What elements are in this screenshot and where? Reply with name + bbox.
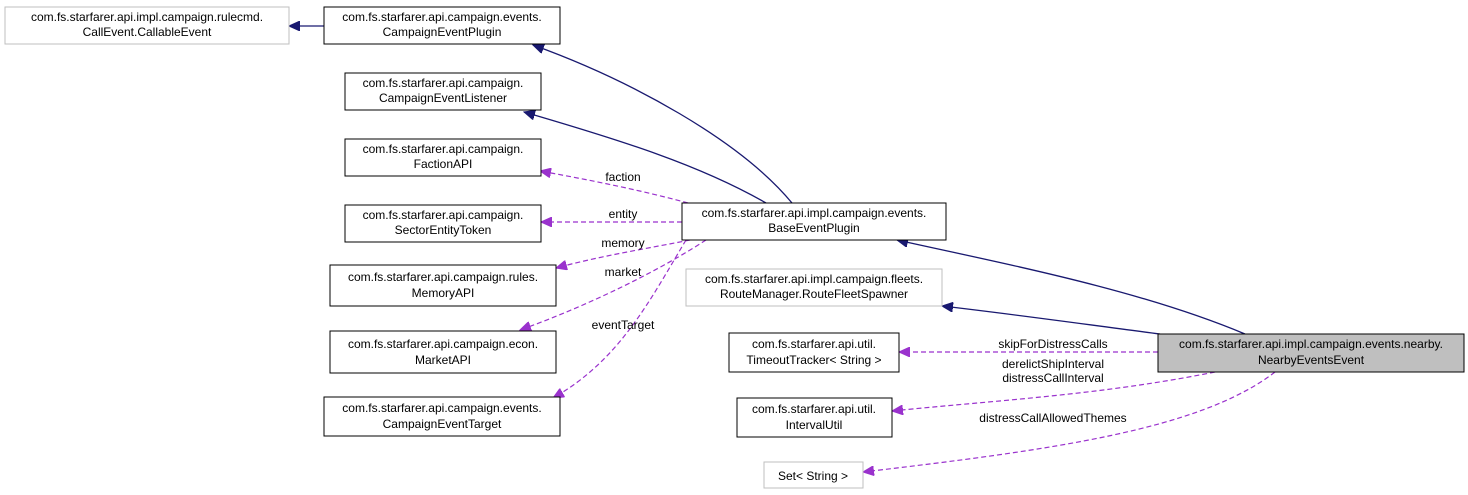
svg-text:SectorEntityToken: SectorEntityToken — [395, 223, 492, 237]
node-set-string[interactable]: Set< String > — [763, 461, 864, 489]
edge-label-distress-call-interval: distressCallInterval — [1002, 371, 1103, 385]
svg-text:com.fs.starfarer.api.impl.camp: com.fs.starfarer.api.impl.campaign.rulec… — [31, 10, 263, 24]
node-campaign-event-plugin[interactable]: com.fs.starfarer.api.campaign.events. Ca… — [323, 6, 561, 45]
svg-text:com.fs.starfarer.api.impl.camp: com.fs.starfarer.api.impl.campaign.event… — [1179, 337, 1443, 351]
edge-interval — [892, 371, 1216, 411]
svg-text:NearbyEventsEvent: NearbyEventsEvent — [1258, 353, 1365, 367]
edge-label-skip-for-distress-calls: skipForDistressCalls — [998, 337, 1107, 351]
svg-text:Set< String >: Set< String > — [778, 469, 848, 483]
svg-text:com.fs.starfarer.api.util.: com.fs.starfarer.api.util. — [752, 337, 876, 351]
svg-text:com.fs.starfarer.api.campaign.: com.fs.starfarer.api.campaign. — [363, 142, 524, 156]
node-memory-api[interactable]: com.fs.starfarer.api.campaign.rules. Mem… — [329, 264, 557, 307]
svg-text:CampaignEventTarget: CampaignEventTarget — [383, 417, 502, 431]
svg-text:TimeoutTracker< String >: TimeoutTracker< String > — [746, 353, 881, 367]
edge-label-faction: faction — [605, 170, 640, 184]
svg-text:CampaignEventPlugin: CampaignEventPlugin — [383, 25, 502, 39]
edge-label-entity: entity — [609, 207, 638, 221]
svg-text:com.fs.starfarer.api.campaign.: com.fs.starfarer.api.campaign.econ. — [348, 337, 538, 351]
svg-text:com.fs.starfarer.api.campaign.: com.fs.starfarer.api.campaign. — [363, 76, 524, 90]
svg-text:BaseEventPlugin: BaseEventPlugin — [768, 221, 859, 235]
node-nearby-events-event[interactable]: com.fs.starfarer.api.impl.campaign.event… — [1157, 333, 1465, 373]
edge-event-target — [553, 239, 687, 398]
edge-nearby-to-base-event-plugin — [897, 240, 1246, 335]
node-campaign-event-listener[interactable]: com.fs.starfarer.api.campaign. CampaignE… — [344, 72, 542, 111]
edge-memory — [556, 239, 691, 268]
node-market-api[interactable]: com.fs.starfarer.api.campaign.econ. Mark… — [329, 330, 557, 374]
edge-nearby-to-route-fleet-spawner — [942, 306, 1161, 335]
svg-text:com.fs.starfarer.api.campaign.: com.fs.starfarer.api.campaign. — [363, 208, 524, 222]
edge-label-derelict-ship-interval: derelictShipInterval — [1002, 357, 1104, 371]
edge-allowed-themes — [863, 371, 1276, 472]
edge-label-event-target: eventTarget — [592, 318, 655, 332]
node-timeout-tracker[interactable]: com.fs.starfarer.api.util. TimeoutTracke… — [728, 332, 900, 373]
node-base-event-plugin[interactable]: com.fs.starfarer.api.impl.campaign.event… — [681, 202, 947, 241]
edge-label-distress-call-allowed-themes: distressCallAllowedThemes — [979, 411, 1126, 425]
svg-text:RouteManager.RouteFleetSpawner: RouteManager.RouteFleetSpawner — [720, 287, 908, 301]
svg-text:MemoryAPI: MemoryAPI — [412, 286, 475, 300]
edge-label-memory: memory — [601, 236, 644, 250]
node-callable-event[interactable]: com.fs.starfarer.api.impl.campaign.rulec… — [4, 6, 290, 45]
svg-text:IntervalUtil: IntervalUtil — [786, 418, 843, 432]
edge-base-event-plugin-to-campaign-event-listener — [524, 112, 767, 204]
edge-market — [520, 239, 707, 330]
svg-text:com.fs.starfarer.api.impl.camp: com.fs.starfarer.api.impl.campaign.fleet… — [705, 272, 923, 286]
edge-label-market: market — [605, 265, 642, 279]
svg-text:com.fs.starfarer.api.campaign.: com.fs.starfarer.api.campaign.rules. — [348, 270, 538, 284]
node-interval-util[interactable]: com.fs.starfarer.api.util. IntervalUtil — [736, 397, 893, 438]
node-faction-api[interactable]: com.fs.starfarer.api.campaign. FactionAP… — [344, 138, 542, 177]
edge-faction — [540, 171, 689, 204]
node-sector-entity-token[interactable]: com.fs.starfarer.api.campaign. SectorEnt… — [344, 204, 542, 243]
svg-text:CampaignEventListener: CampaignEventListener — [379, 91, 507, 105]
svg-text:com.fs.starfarer.api.campaign.: com.fs.starfarer.api.campaign.events. — [342, 10, 541, 24]
svg-text:com.fs.starfarer.api.impl.camp: com.fs.starfarer.api.impl.campaign.event… — [702, 206, 927, 220]
edge-base-event-plugin-to-campaign-event-plugin — [533, 45, 793, 204]
svg-text:com.fs.starfarer.api.util.: com.fs.starfarer.api.util. — [752, 402, 876, 416]
node-route-fleet-spawner[interactable]: com.fs.starfarer.api.impl.campaign.fleet… — [685, 268, 943, 307]
svg-text:CallEvent.CallableEvent: CallEvent.CallableEvent — [83, 25, 212, 39]
svg-text:MarketAPI: MarketAPI — [415, 353, 471, 367]
node-campaign-event-target[interactable]: com.fs.starfarer.api.campaign.events. Ca… — [323, 396, 561, 437]
svg-text:com.fs.starfarer.api.campaign.: com.fs.starfarer.api.campaign.events. — [342, 401, 541, 415]
svg-text:FactionAPI: FactionAPI — [414, 157, 473, 171]
